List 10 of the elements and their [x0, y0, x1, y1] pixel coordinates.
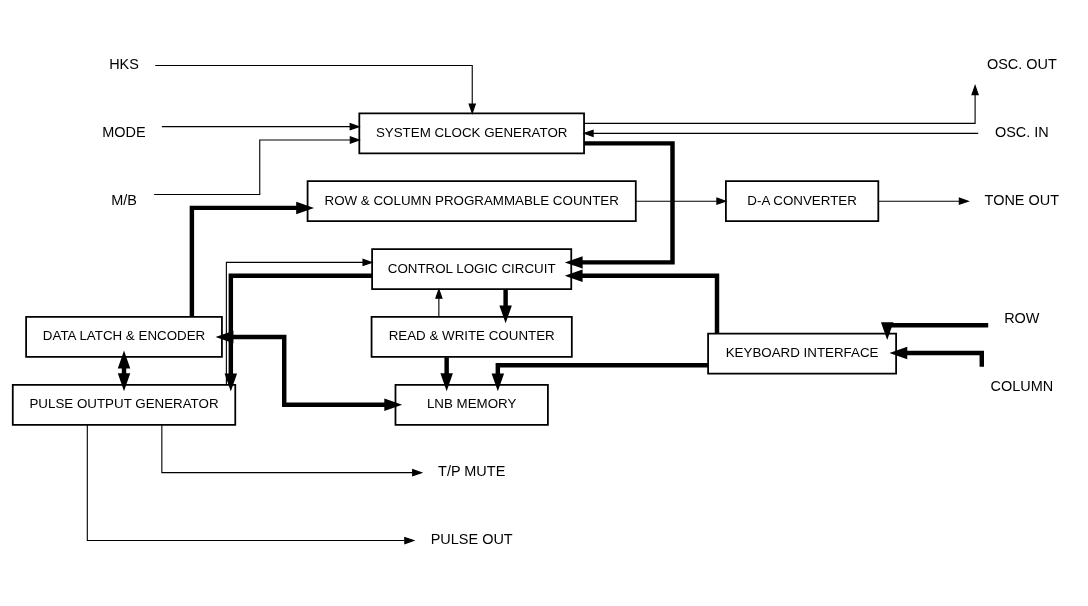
- node-text: HKS: [109, 56, 139, 73]
- node-text: T/P MUTE: [438, 463, 506, 480]
- node-text: MODE: [102, 124, 146, 141]
- node-text: M/B: [111, 191, 137, 208]
- node-text: OSC. OUT: [986, 56, 1057, 73]
- node-text: OSC. IN: [994, 124, 1049, 141]
- node-text: TONE OUT: [984, 191, 1060, 208]
- node-text: COLUMN: [990, 377, 1054, 394]
- node-text: ROW: [1004, 309, 1040, 326]
- node-text: PULSE OUT: [430, 531, 513, 548]
